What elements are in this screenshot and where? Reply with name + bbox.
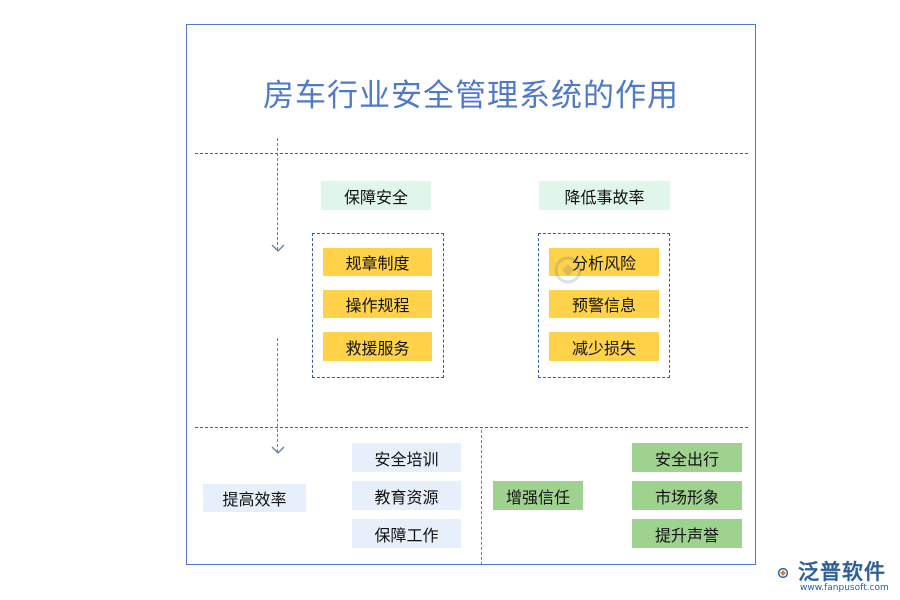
item-analyze-risk: 分析风险: [549, 248, 659, 276]
item-warning-info: 预警信息: [549, 290, 659, 318]
header-reduce-accidents: 降低事故率: [539, 181, 670, 210]
item-reduce-loss: 减少损失: [549, 332, 659, 361]
label-improve-efficiency: 提高效率: [203, 484, 306, 512]
item-procedures: 操作规程: [323, 290, 432, 318]
divider-top: [195, 153, 748, 154]
flow-line-2: [277, 338, 278, 452]
group-guarantee-safety: [312, 233, 444, 378]
item-rules: 规章制度: [323, 248, 432, 276]
item-safety-training: 安全培训: [352, 443, 461, 472]
item-rescue: 救援服务: [323, 332, 432, 361]
flow-line-1: [277, 138, 278, 250]
divider-vertical: [481, 430, 482, 565]
brand-name: 泛普软件: [798, 560, 886, 584]
group-reduce-accidents: [538, 233, 670, 378]
label-enhance-trust: 增强信任: [493, 481, 583, 510]
divider-middle: [195, 427, 748, 428]
diagram-title: 房车行业安全管理系统的作用: [263, 78, 679, 114]
item-education-resources: 教育资源: [352, 481, 461, 510]
item-safe-travel: 安全出行: [632, 443, 742, 472]
brand-url: www.fanpusoft.com: [800, 583, 889, 593]
item-raise-reputation: 提升声誉: [632, 519, 742, 548]
flow-arrow-down-icon: [271, 446, 285, 454]
diagram-frame: [186, 24, 756, 565]
brand-logo-icon: [777, 567, 789, 579]
item-market-image: 市场形象: [632, 481, 742, 510]
item-guarantee-work: 保障工作: [352, 519, 461, 548]
flow-arrow-down-icon: [271, 244, 285, 252]
header-guarantee-safety: 保障安全: [321, 181, 431, 210]
